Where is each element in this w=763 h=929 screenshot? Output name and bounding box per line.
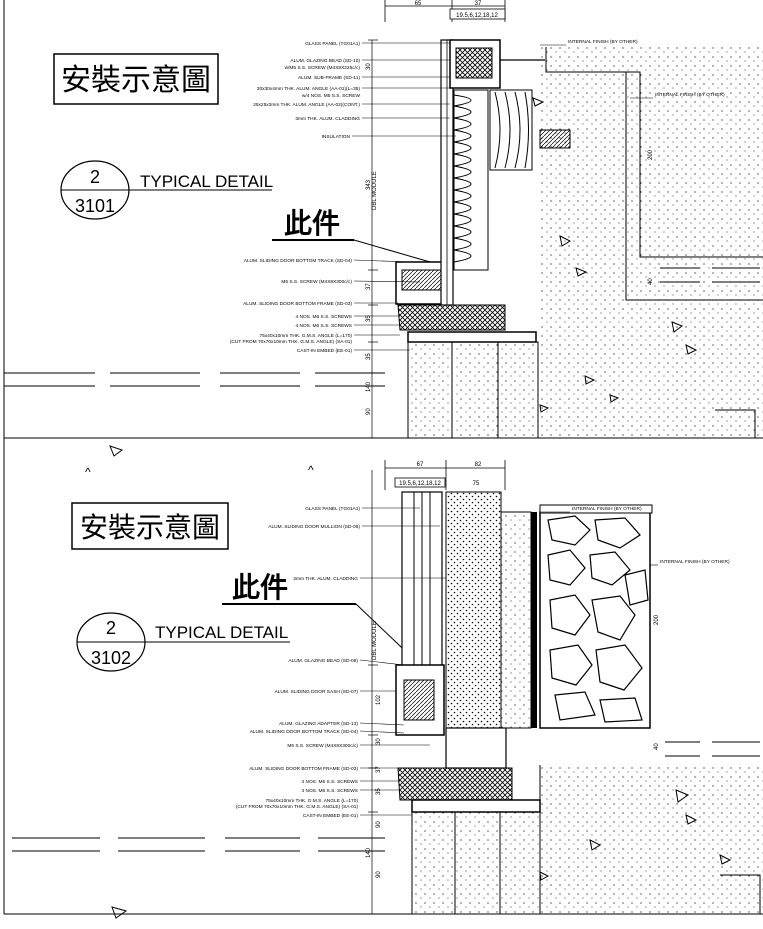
svg-text:90: 90: [376, 871, 382, 878]
top-labels-upper: GLASS PANEL (TG01A1) ALUM. GLAZING BEAD …: [253, 41, 360, 140]
bottom-title-box: [71, 502, 229, 550]
top-marker-text: TYPICAL DETAIL: [140, 172, 273, 191]
svg-text:DBL MODULE: DBL MODULE: [372, 621, 378, 660]
top-vertical-dims: 30 343 37 35 35 140 90 DBL MODULE 200 40: [366, 63, 654, 415]
svg-text:30: 30: [376, 738, 382, 745]
svg-text:^: ^: [308, 463, 314, 477]
bottom-dim-sub2: 75: [473, 481, 480, 487]
svg-text:ALUM. SLIDING DOOR BOTTOM TRAC: ALUM. SLIDING DOOR BOTTOM TRACK (SD-04): [250, 729, 359, 735]
top-internal-finish: INTERNAL FINISH (BY OTHER) INTERNAL FINI…: [568, 39, 725, 98]
bottom-callout: 此件: [232, 571, 288, 604]
top-detail: 安裝示意圖 2 3101 TYPICAL DETAIL 此件: [4, 0, 763, 479]
svg-text:CAST-IN EMBED (EE-01): CAST-IN EMBED (EE-01): [297, 348, 353, 354]
bottom-internal-finish: INTERNAL FINISH (BY OTHER) INTERNAL FINI…: [572, 506, 730, 565]
svg-text:343: 343: [366, 179, 372, 190]
svg-text:w/4 NOS. M5 S.S. SCREW: w/4 NOS. M5 S.S. SCREW: [302, 93, 361, 99]
svg-text:4 NOS. M6 S.S. SCREWS: 4 NOS. M6 S.S. SCREWS: [301, 779, 358, 785]
svg-text:75x40x10mm THK. G.M.S. ANGLE (: 75x40x10mm THK. G.M.S. ANGLE (L=170): [259, 333, 352, 339]
top-dim-a: 65: [415, 1, 422, 7]
svg-text:37: 37: [376, 766, 382, 773]
svg-text:ALUM. SLIDING DOOR SASH (SD-07: ALUM. SLIDING DOOR SASH (SD-07): [275, 689, 359, 695]
svg-text:ALUM. SLIDING DOOR BOTTOM TRAC: ALUM. SLIDING DOOR BOTTOM TRACK (SD-04): [244, 258, 353, 264]
svg-text:140: 140: [366, 847, 372, 858]
top-marker-ref: 3101: [75, 196, 115, 216]
svg-text:4 NOS. M6 S.S. SCREWS: 4 NOS. M6 S.S. SCREWS: [295, 323, 352, 329]
svg-text:INTERNAL FINISH (BY OTHER): INTERNAL FINISH (BY OTHER): [655, 92, 725, 98]
top-labels-lower: ALUM. SLIDING DOOR BOTTOM TRACK (SD-04) …: [230, 258, 353, 354]
svg-text:200: 200: [654, 614, 660, 625]
svg-text:4 NOS. M6 S.S. SCREWS: 4 NOS. M6 S.S. SCREWS: [301, 788, 358, 794]
top-title: 安裝示意圖: [61, 63, 211, 98]
svg-text:INTERNAL FINISH (BY OTHER): INTERNAL FINISH (BY OTHER): [568, 39, 638, 45]
bottom-marker-num: 2: [106, 618, 116, 638]
bottom-title: 安裝示意圖: [80, 511, 220, 544]
svg-text:GLASS PANEL (TG01A1): GLASS PANEL (TG01A1): [305, 41, 360, 47]
svg-text:ALUM. SLIDING DOOR BOTTOM FRAM: ALUM. SLIDING DOOR BOTTOM FRAME (SD-03): [243, 301, 352, 307]
svg-text:INSULATION: INSULATION: [322, 134, 351, 140]
svg-text:M6 S.S. SCREW (M4X8X300c/c): M6 S.S. SCREW (M4X8X300c/c): [287, 743, 358, 749]
bottom-dim-b: 82: [475, 462, 482, 468]
svg-text:35: 35: [376, 788, 382, 795]
top-dim-sub: 19.5,6,12,18,12: [456, 13, 498, 19]
top-callout: 此件: [284, 207, 340, 240]
svg-text:ALUM. GLAZING ADAPTER (SD-13): ALUM. GLAZING ADAPTER (SD-13): [279, 721, 358, 727]
svg-text:INTERNAL FINISH (BY OTHER): INTERNAL FINISH (BY OTHER): [660, 559, 730, 565]
top-dim-b: 37: [475, 1, 482, 7]
svg-text:ALUM. SLIDING DOOR MULLION (SD: ALUM. SLIDING DOOR MULLION (SD-08): [268, 524, 360, 530]
svg-text:ALUM. GLAZING BEAD (SD-10): ALUM. GLAZING BEAD (SD-10): [290, 58, 360, 64]
svg-text:37: 37: [366, 283, 372, 290]
svg-text:(CUT FROM 70x70x10mm THK. G.M.: (CUT FROM 70x70x10mm THK. G.M.S. ANGLE) …: [236, 804, 359, 810]
bottom-marker-text: TYPICAL DETAIL: [155, 623, 288, 642]
svg-text:GLASS PANEL (TG01A1): GLASS PANEL (TG01A1): [305, 506, 360, 512]
svg-text:40: 40: [654, 743, 660, 750]
bottom-detail-marker: 2 3102 TYPICAL DETAIL: [76, 612, 290, 672]
svg-text:w/M5 S.S. SCREW (M4X8X225c/c): w/M5 S.S. SCREW (M4X8X225c/c): [285, 65, 361, 71]
bottom-marker-ref: 3102: [91, 648, 131, 668]
bottom-vertical-dims: 102 30 37 35 90 140 90 DBL MODULE 200 40: [366, 614, 660, 878]
svg-text:ALUM. GLAZING BEAD (SD-08): ALUM. GLAZING BEAD (SD-08): [288, 658, 358, 664]
svg-text:40: 40: [648, 278, 654, 285]
bottom-labels-upper: GLASS PANEL (TG01A1) ALUM. SLIDING DOOR …: [268, 506, 360, 582]
svg-text:35: 35: [366, 315, 372, 322]
bottom-labels-lower: ALUM. GLAZING BEAD (SD-08) ALUM. SLIDING…: [236, 658, 359, 819]
top-detail-marker: 2 3101 TYPICAL DETAIL: [60, 160, 273, 220]
bottom-dim-a: 67: [417, 462, 424, 468]
svg-text:35: 35: [366, 353, 372, 360]
bottom-detail: 安裝示意圖 2 3102 TYPICAL DETAIL 此件: [12, 460, 763, 919]
svg-text:30x30x4mm THK. ALUM. ANGLE (AA: 30x30x4mm THK. ALUM. ANGLE (AA-01)(L=35): [257, 86, 361, 92]
top-title-box: [53, 53, 219, 105]
svg-text:INTERNAL FINISH (BY OTHER): INTERNAL FINISH (BY OTHER): [572, 506, 642, 512]
svg-text:25x25x3mm THK. ALUM. ANGLE (AA: 25x25x3mm THK. ALUM. ANGLE (AA-02)(CONT.…: [253, 102, 360, 108]
svg-text:ALUM. SLIDING DOOR BOTTOM FRAM: ALUM. SLIDING DOOR BOTTOM FRAME (SD-03): [249, 766, 358, 772]
svg-text:90: 90: [376, 821, 382, 828]
svg-text:4 NOS. M6 S.S. SCREWS: 4 NOS. M6 S.S. SCREWS: [295, 314, 352, 320]
svg-text:102: 102: [376, 694, 382, 705]
svg-text:90: 90: [366, 408, 372, 415]
svg-text:140: 140: [366, 381, 372, 392]
svg-text:75x40x10mm THK. G.M.S. ANGLE (: 75x40x10mm THK. G.M.S. ANGLE (L=170): [265, 798, 358, 804]
svg-text:2mm THK. ALUM. CLADDING: 2mm THK. ALUM. CLADDING: [293, 576, 358, 582]
svg-text:3mm THK. ALUM. CLADDING: 3mm THK. ALUM. CLADDING: [295, 116, 360, 122]
svg-text:DBL MODULE: DBL MODULE: [372, 171, 378, 210]
svg-text:200: 200: [648, 149, 654, 160]
svg-text:30: 30: [366, 63, 372, 70]
bottom-dim-sub: 19.5,6,12,18,12: [399, 481, 441, 487]
svg-text:(CUT FROM 70x70x10mm THK. G.M.: (CUT FROM 70x70x10mm THK. G.M.S. ANGLE) …: [230, 339, 353, 345]
svg-text:CAST-IN EMBED (EE-01): CAST-IN EMBED (EE-01): [303, 813, 359, 819]
svg-text:^: ^: [85, 465, 91, 479]
top-marker-num: 2: [90, 167, 100, 187]
svg-text:M6 S.S. SCREW (M4X8X300c/c): M6 S.S. SCREW (M4X8X300c/c): [281, 279, 352, 285]
svg-text:ALUM. SUB-FRAME (SD-11): ALUM. SUB-FRAME (SD-11): [298, 75, 360, 81]
